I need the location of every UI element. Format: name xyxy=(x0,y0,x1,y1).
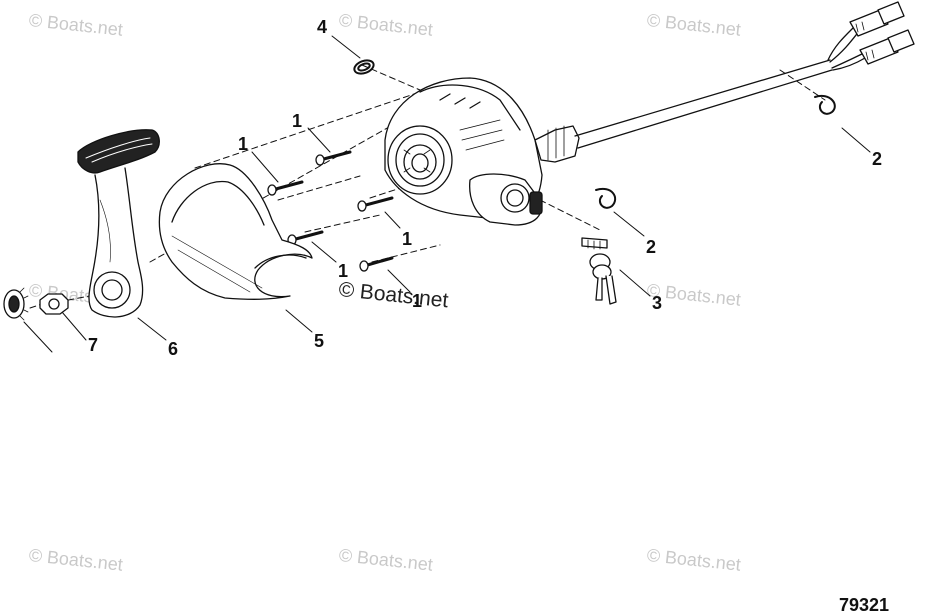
callout-label: 1 xyxy=(412,291,423,311)
throttle-handle-part xyxy=(77,129,160,318)
front-cover-part xyxy=(158,163,313,300)
o-ring-part xyxy=(353,59,375,75)
callout-label: 6 xyxy=(168,339,179,359)
key-part xyxy=(581,237,617,305)
screw-part xyxy=(357,196,394,212)
cap-part xyxy=(3,287,29,321)
callout-label: 7 xyxy=(88,335,99,355)
callout-label: 1 xyxy=(292,111,303,131)
screw-part xyxy=(359,256,394,272)
callout-label: 3 xyxy=(652,293,663,313)
callout-label: 1 xyxy=(238,134,249,154)
callout-label: 1 xyxy=(338,261,349,281)
callout-label: 4 xyxy=(317,17,328,37)
nut-part xyxy=(39,293,69,315)
control-housing-part xyxy=(384,77,580,226)
callout-label: 2 xyxy=(872,149,883,169)
cable-clip-part xyxy=(814,94,836,115)
screw-part xyxy=(267,180,304,196)
callout-label: 5 xyxy=(314,331,325,351)
diagram-number: 79321 xyxy=(839,595,890,615)
leader-lines xyxy=(23,35,871,353)
callout-label: 1 xyxy=(402,229,413,249)
wiring-harness-part xyxy=(574,1,915,149)
callout-label: 2 xyxy=(646,237,657,257)
screw-part xyxy=(315,150,352,166)
cable-clip-part xyxy=(595,187,617,209)
